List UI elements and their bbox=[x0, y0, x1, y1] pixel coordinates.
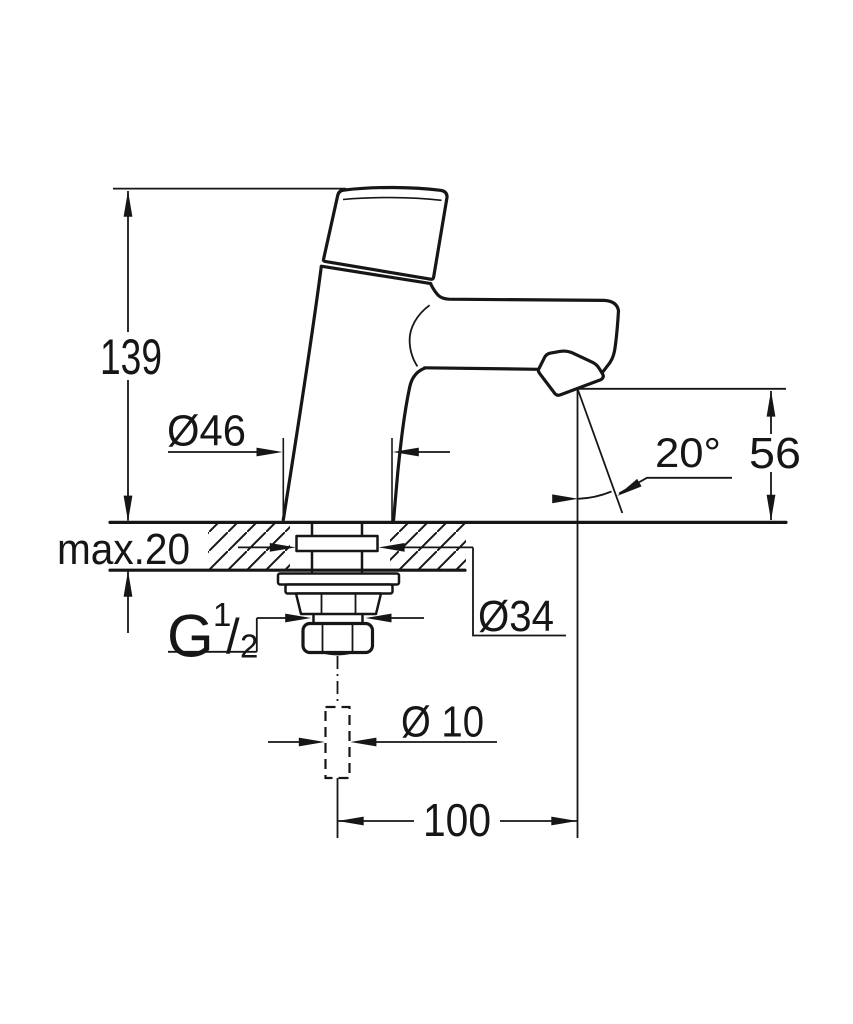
thread-numerator: 1 bbox=[213, 596, 231, 633]
supply-nut bbox=[301, 621, 375, 655]
arrowhead-up bbox=[123, 570, 133, 597]
handle-top-inner-line bbox=[342, 196, 442, 202]
dim-label-o46: Ø46 bbox=[167, 407, 246, 456]
counter-section bbox=[108, 520, 788, 572]
supply-nut-facets bbox=[321, 624, 354, 652]
supply-pipe-dashed bbox=[324, 705, 351, 780]
escutcheon-flange-lower bbox=[284, 583, 394, 595]
label-mask bbox=[414, 799, 500, 843]
reference-lines bbox=[113, 187, 786, 838]
dimension-height-139: 139 bbox=[97, 190, 165, 522]
spacer-washer bbox=[295, 534, 379, 553]
dim-leader-g12 bbox=[168, 617, 424, 653]
dimension-projection-100: 100 bbox=[337, 794, 578, 846]
dimension-hole-diameter-34: Ø34 bbox=[238, 543, 566, 641]
arrowhead-right bbox=[269, 543, 296, 552]
arrowhead-right bbox=[256, 447, 283, 457]
base-diameter-extension-lines bbox=[282, 438, 393, 521]
spout-angle-slant-line bbox=[577, 389, 624, 514]
handle-body-seam bbox=[319, 264, 433, 286]
arrowhead-right bbox=[285, 613, 312, 623]
arrowhead-left bbox=[365, 613, 392, 623]
arrowhead-to-vertical bbox=[552, 494, 579, 504]
body-left-edge bbox=[281, 265, 323, 522]
dimension-spout-height-56: 56 bbox=[745, 390, 803, 521]
faucet-outline bbox=[281, 185, 621, 522]
dimension-max20: max.20 bbox=[57, 525, 190, 633]
hex-shoulder-facets bbox=[320, 594, 357, 614]
arrowhead-left bbox=[392, 447, 419, 457]
arrowhead-down bbox=[123, 495, 133, 522]
dim-label-o34: Ø34 bbox=[478, 592, 554, 641]
arrowhead-up bbox=[766, 390, 776, 417]
dim-label-max20: max.20 bbox=[57, 525, 190, 574]
thread-denominator: 2 bbox=[240, 628, 258, 665]
arrowhead-right bbox=[551, 816, 578, 826]
body-right-edge bbox=[392, 366, 427, 522]
dim-label-20deg: 20° bbox=[655, 429, 721, 476]
arrowhead-up bbox=[123, 190, 133, 217]
escutcheon-flange-top bbox=[276, 572, 401, 586]
dim-label-56: 56 bbox=[749, 429, 801, 478]
dim-label-100: 100 bbox=[423, 794, 491, 846]
thread-slash: / bbox=[226, 610, 240, 664]
dim-leader-o34 bbox=[238, 546, 566, 637]
thread-letter: G bbox=[167, 603, 214, 670]
arrowhead-left bbox=[337, 816, 364, 826]
spout-underside bbox=[423, 366, 541, 371]
angle-arc bbox=[578, 490, 612, 500]
supply-nut-bottom-curve bbox=[322, 651, 353, 656]
dimension-spout-angle-20: 20° bbox=[552, 429, 732, 504]
dimension-thread-g12: G 1 / 2 bbox=[167, 596, 424, 670]
dimension-base-diameter-46: Ø46 bbox=[167, 407, 450, 457]
spout-outline bbox=[429, 282, 621, 374]
handle-knob bbox=[321, 185, 449, 281]
arrowhead-right bbox=[298, 737, 325, 747]
arrowhead-left bbox=[378, 543, 405, 552]
aerator-nozzle bbox=[536, 349, 605, 397]
arrowhead-down bbox=[766, 494, 776, 521]
arrowhead-left bbox=[350, 737, 377, 747]
hex-shoulder bbox=[294, 592, 383, 616]
supply-pipe-group bbox=[324, 656, 351, 838]
spout-cone-junction-curve bbox=[408, 304, 431, 367]
dim-label-height-139: 139 bbox=[100, 329, 162, 385]
dimension-supply-pipe-10: Ø 10 bbox=[268, 698, 497, 747]
dim-label-o10: Ø 10 bbox=[401, 698, 484, 747]
mounting-stack bbox=[276, 523, 401, 656]
label-mask bbox=[745, 434, 803, 472]
dim-label-g12: G 1 / 2 bbox=[167, 596, 258, 670]
threaded-shank-in-hole bbox=[310, 523, 364, 573]
arrowhead-to-slant bbox=[617, 478, 642, 496]
label-mask bbox=[97, 332, 165, 380]
